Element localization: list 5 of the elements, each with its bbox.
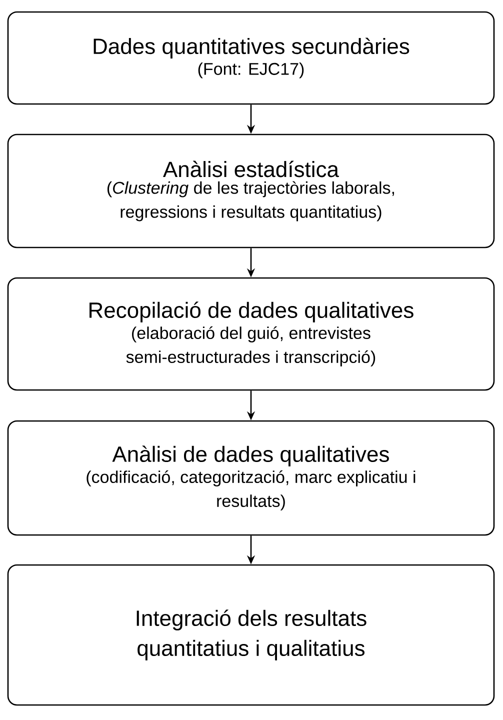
process-box: Anàlisi estadística (Clustering de les trajectòries laborals, regressions i resultats quantitatius) (7, 134, 495, 248)
process-box: Recopilació de dades qualitatives (elaboració del guió, entrevistes semi-estructurades i transcripció) (7, 277, 495, 391)
process-box: Dades quantitatives secundàries (Font: EJC17) (7, 11, 495, 105)
process-box: Integració dels resultats quantitatius i qualitatius (7, 564, 495, 706)
process-box: Anàlisi de dades qualitatives (codificació, categorització, marc explicatiu i resultats) (7, 420, 495, 536)
